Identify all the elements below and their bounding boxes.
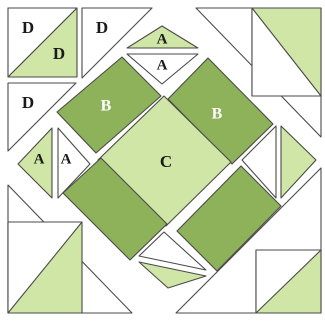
label-d-top-left-outer: D xyxy=(22,18,34,37)
label-a-top-upper: A xyxy=(157,31,168,47)
label-c-center: C xyxy=(160,152,172,171)
label-d-top-left-inner: D xyxy=(53,44,65,63)
label-d-mid-left: D xyxy=(22,93,34,112)
label-b-left: B xyxy=(101,98,112,115)
label-a-left-1: A xyxy=(34,151,45,167)
label-d-top-middle: D xyxy=(96,18,108,37)
label-b-right: B xyxy=(212,106,223,123)
label-a-left-2: A xyxy=(61,151,72,167)
label-a-top-lower: A xyxy=(157,57,168,73)
